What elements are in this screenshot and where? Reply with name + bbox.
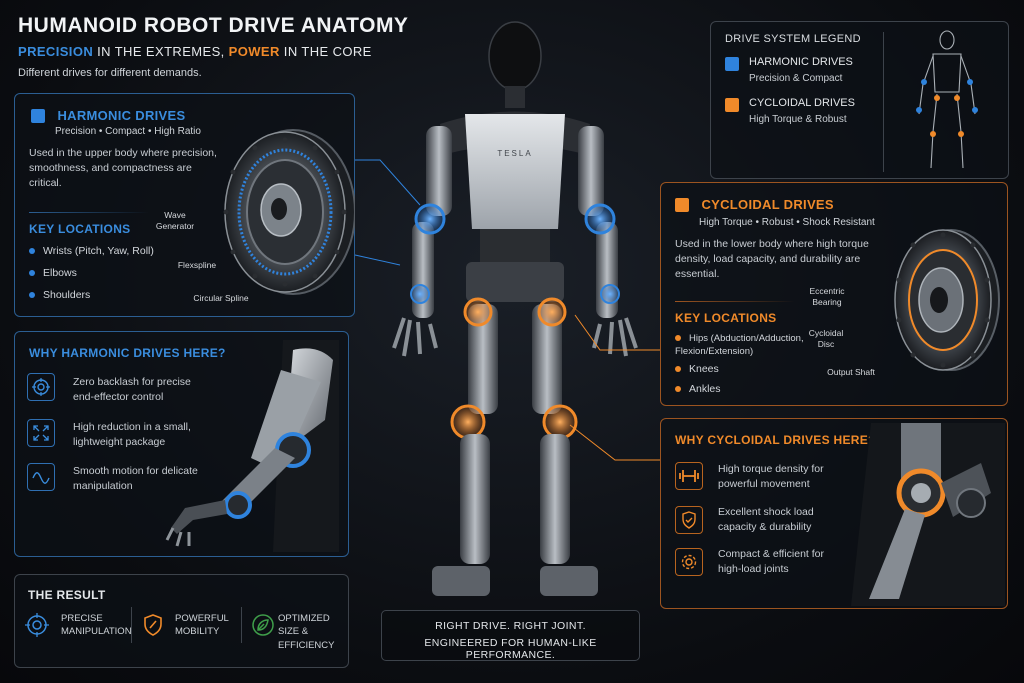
wave-icon [27, 463, 55, 491]
gear-icon [675, 548, 703, 576]
result-item-optimized: OPTIMIZED SIZE & EFFICIENCY [278, 613, 335, 651]
robot-leg-illustration [851, 423, 1005, 606]
footer-line-1: RIGHT DRIVE. RIGHT JOINT. [435, 620, 586, 632]
why-harmonic-item-2: High reduction in a small, lightweight p… [73, 421, 191, 449]
subtitle-precision: PRECISION [18, 44, 94, 59]
cycloidal-location-knees: Knees [675, 363, 719, 375]
legend-harmonic-label: HARMONIC DRIVES [749, 56, 853, 68]
harmonic-panel: HARMONIC DRIVES Precision • Compact • Hi… [14, 93, 355, 317]
result-title: THE RESULT [28, 588, 106, 602]
cycloidal-key-locations-title: KEY LOCATIONS [675, 311, 777, 325]
why-cycloidal-item-1: High torque density for powerful movemen… [718, 463, 824, 491]
harmonic-title: HARMONIC DRIVES [57, 108, 186, 124]
location-label: Shoulders [43, 289, 91, 301]
harmonic-drive-illustration [223, 129, 355, 295]
cycloidal-header: CYCLOIDAL DRIVES [675, 196, 834, 214]
location-label: Knees [689, 363, 719, 375]
divider [675, 301, 795, 302]
cycloidal-part-output-shaft: Output Shaft [827, 367, 875, 377]
cycloidal-title: CYCLOIDAL DRIVES [701, 197, 834, 213]
subtitle-end: IN THE CORE [279, 44, 372, 59]
location-label: Ankles [689, 383, 721, 395]
why-harmonic-item-3: Smooth motion for delicate manipulation [73, 465, 198, 493]
tagline: Different drives for different demands. [18, 67, 202, 79]
dumbbell-icon [675, 462, 703, 490]
legend-cycloidal-label: CYCLOIDAL DRIVES [749, 97, 855, 109]
why-cycloidal-title: WHY CYCLOIDAL DRIVES HERE? [675, 433, 876, 447]
cycloidal-part-eccentric-bearing: Eccentric Bearing [809, 286, 845, 307]
location-label: Wrists (Pitch, Yaw, Roll) [43, 245, 154, 257]
location-label: Elbows [43, 267, 77, 279]
result-item-precise: PRECISE MANIPULATION [61, 613, 132, 638]
result-panel: THE RESULT PRECISE MANIPULATION POWERFUL… [14, 574, 349, 668]
harmonic-location-wrists: Wrists (Pitch, Yaw, Roll) [29, 245, 154, 257]
cycloidal-drive-illustration [894, 229, 1000, 371]
result-item-powerful: POWERFUL MOBILITY [175, 613, 229, 638]
harmonic-location-elbows: Elbows [29, 267, 77, 279]
location-label: Hips (Abduction/Adduction, Flexion/Exten… [675, 333, 804, 357]
cycloidal-features: High Torque • Robust • Shock Resistant [699, 217, 875, 228]
why-harmonic-item-1: Zero backlash for precise end-effector c… [73, 376, 191, 404]
why-cycloidal-item-3: Compact & efficient for high-load joints [718, 548, 825, 576]
legend-cycloidal-sub: High Torque & Robust [749, 114, 847, 125]
expand-arrows-icon [27, 419, 55, 447]
robot-silhouette-icon [916, 30, 978, 169]
harmonic-part-flexspline: Flexspline [177, 260, 217, 270]
legend-harmonic-sub: Precision & Compact [749, 73, 843, 84]
shield-icon [139, 611, 167, 639]
footer-box: RIGHT DRIVE. RIGHT JOINT. ENGINEERED FOR… [381, 610, 640, 661]
divider [29, 212, 149, 213]
shield-check-icon [675, 506, 703, 534]
divider [131, 607, 132, 643]
legend-cycloidal-swatch [725, 98, 739, 112]
target-icon [23, 611, 51, 639]
divider [883, 32, 884, 172]
harmonic-description: Used in the upper body where precision, … [29, 147, 217, 190]
cycloidal-swatch [675, 197, 689, 212]
legend-panel: DRIVE SYSTEM LEGEND HARMONIC DRIVES Prec… [710, 21, 1009, 179]
cycloidal-description: Used in the lower body where high torque… [675, 238, 869, 281]
why-cycloidal-item-2: Excellent shock load capacity & durabili… [718, 506, 814, 534]
legend-title: DRIVE SYSTEM LEGEND [725, 33, 861, 45]
footer-line-2: ENGINEERED FOR HUMAN-LIKE PERFORMANCE. [424, 637, 597, 661]
target-icon [27, 373, 55, 401]
harmonic-swatch [31, 108, 45, 123]
harmonic-header: HARMONIC DRIVES [31, 107, 185, 125]
legend-harmonic-swatch [725, 57, 739, 71]
divider [241, 607, 242, 643]
why-cycloidal-panel: WHY CYCLOIDAL DRIVES HERE? High torque d… [660, 418, 1008, 609]
robot-arm-illustration [165, 340, 339, 552]
subtitle-power: POWER [228, 44, 280, 59]
cycloidal-location-hips: Hips (Abduction/Adduction, Flexion/Exten… [675, 333, 815, 359]
page-title: HUMANOID ROBOT DRIVE ANATOMY [18, 14, 409, 37]
cycloidal-part-cycloidal-disc: Cycloidal Disc [808, 328, 844, 349]
why-harmonic-title: WHY HARMONIC DRIVES HERE? [29, 346, 226, 360]
harmonic-key-locations-title: KEY LOCATIONS [29, 222, 131, 236]
cycloidal-location-ankles: Ankles [675, 383, 721, 395]
harmonic-features: Precision • Compact • High Ratio [55, 126, 201, 137]
harmonic-part-circular-spline: Circular Spline [193, 293, 249, 303]
subtitle-mid: IN THE EXTREMES, [93, 44, 229, 59]
cycloidal-panel: CYCLOIDAL DRIVES High Torque • Robust • … [660, 182, 1008, 406]
harmonic-location-shoulders: Shoulders [29, 289, 90, 301]
leaf-icon [249, 611, 277, 639]
harmonic-part-wave-generator: Wave Generator [155, 210, 195, 231]
why-harmonic-panel: WHY HARMONIC DRIVES HERE? Zero backlash … [14, 331, 349, 557]
humanoid-robot-illustration: TESLA [392, 21, 638, 596]
page-subtitle: PRECISION IN THE EXTREMES, POWER IN THE … [18, 44, 372, 59]
chest-label: TESLA [497, 149, 532, 158]
